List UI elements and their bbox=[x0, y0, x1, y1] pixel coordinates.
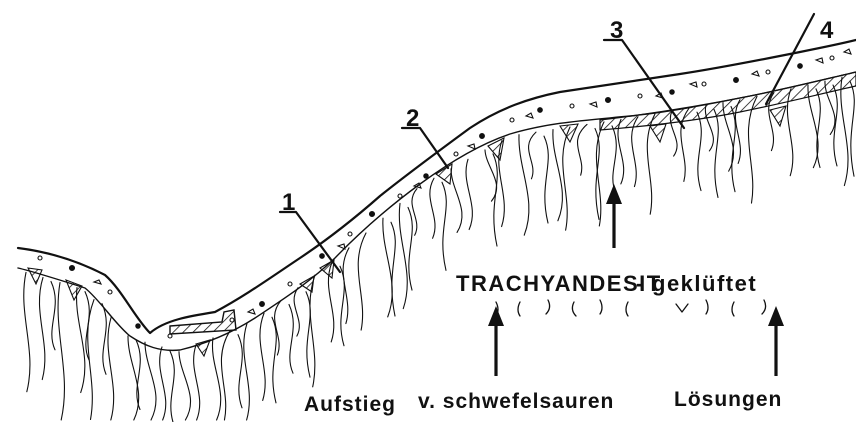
fracture-line bbox=[383, 218, 392, 317]
fracture-line bbox=[77, 288, 85, 393]
fracture-line bbox=[238, 335, 242, 408]
fracture-line bbox=[731, 107, 735, 192]
caption-word-2: v. schwefelsauren bbox=[418, 390, 614, 413]
fracture-line bbox=[244, 323, 250, 420]
hatched-pockets bbox=[28, 106, 786, 356]
fracture-line bbox=[529, 132, 536, 179]
fracture-line bbox=[442, 182, 446, 270]
fracture-line bbox=[294, 288, 299, 336]
fracture-line bbox=[39, 277, 44, 379]
fracture-line bbox=[272, 317, 276, 403]
fracture-line bbox=[51, 281, 55, 349]
fracture-line bbox=[289, 305, 293, 374]
rock-state-label: geklüftet bbox=[652, 271, 757, 296]
fracture-line bbox=[170, 351, 174, 422]
fracture-line bbox=[519, 135, 529, 236]
fracture-line bbox=[841, 77, 848, 185]
label-2: 2 bbox=[406, 105, 419, 132]
fracture-line bbox=[612, 126, 616, 194]
fracture-line bbox=[430, 178, 435, 238]
fracture-line bbox=[260, 313, 265, 400]
fracture-line bbox=[787, 89, 792, 176]
label-4: 4 bbox=[820, 17, 834, 44]
fracture-line bbox=[748, 96, 757, 203]
fracture-line bbox=[399, 203, 407, 308]
fracture-line bbox=[451, 169, 462, 233]
fracture-line bbox=[544, 136, 548, 223]
fracture-line bbox=[697, 112, 701, 190]
fracture-line bbox=[160, 347, 166, 420]
label-1: 1 bbox=[282, 189, 295, 216]
fracture-line bbox=[408, 207, 412, 290]
fracture-line bbox=[221, 331, 230, 420]
fracture-line bbox=[145, 342, 156, 420]
fracture-line bbox=[194, 345, 200, 420]
fracture-line bbox=[24, 272, 30, 391]
fracture-lines bbox=[24, 77, 855, 422]
fracture-line bbox=[179, 352, 191, 420]
fracture-line bbox=[58, 283, 64, 420]
fracture-line bbox=[493, 154, 497, 246]
fracture-line bbox=[816, 89, 820, 168]
breccia-layer bbox=[18, 40, 856, 350]
fracture-line bbox=[577, 124, 587, 175]
caption-word-1: Aufstieg bbox=[304, 393, 396, 416]
fracture-line bbox=[466, 159, 472, 229]
joint-marks bbox=[496, 300, 766, 316]
fracture-line bbox=[714, 109, 718, 197]
fracture-line bbox=[102, 304, 106, 375]
fracture-line bbox=[212, 338, 220, 420]
fracture-line bbox=[563, 127, 570, 230]
fracture-line bbox=[128, 336, 139, 420]
fracture-line bbox=[358, 233, 366, 330]
fracture-line bbox=[833, 85, 837, 166]
fracture-line bbox=[108, 318, 114, 420]
fracture-line bbox=[553, 130, 563, 221]
fracture-line bbox=[618, 119, 624, 184]
rock-name-label: TRACHYANDESIT bbox=[456, 271, 662, 296]
caption-word-3: Lösungen bbox=[674, 388, 782, 411]
rock-dash: - bbox=[636, 271, 645, 296]
fracture-line bbox=[850, 81, 854, 176]
label-3: 3 bbox=[610, 17, 623, 44]
